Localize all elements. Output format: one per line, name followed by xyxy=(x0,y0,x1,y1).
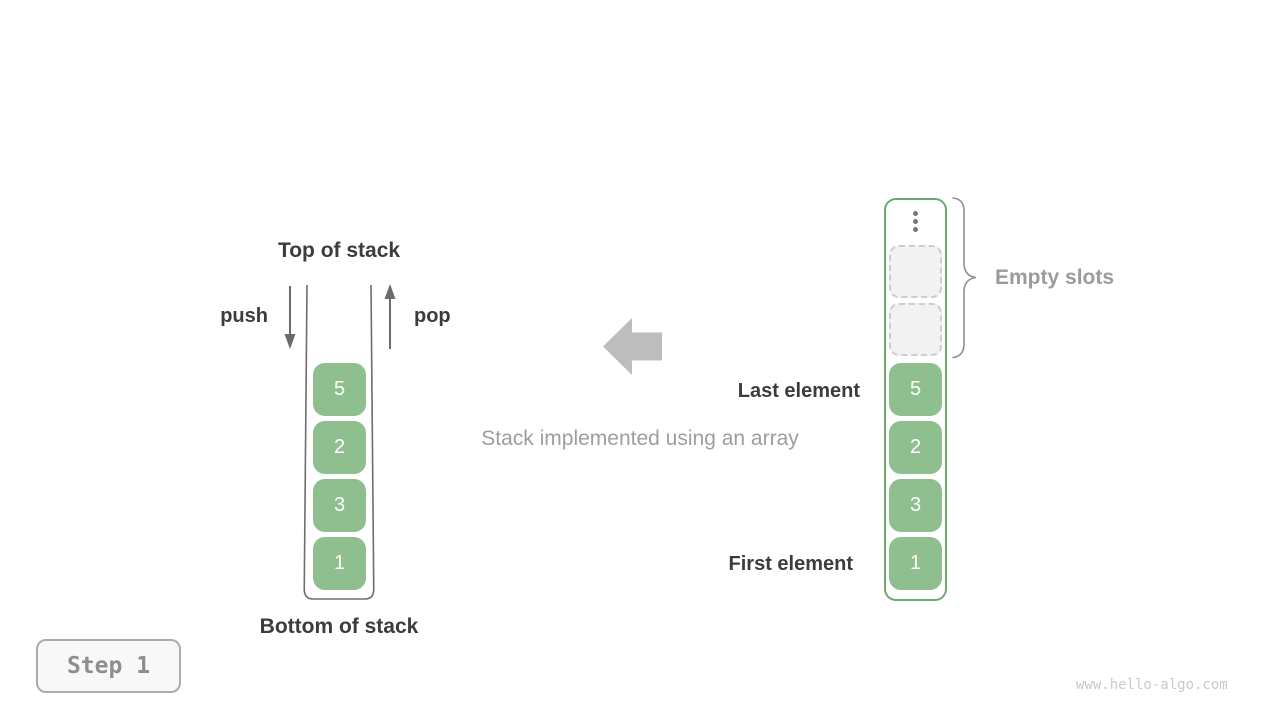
empty-slot xyxy=(889,303,942,356)
vertical-ellipsis-icon xyxy=(913,211,918,232)
stack-block: 2 xyxy=(313,421,366,474)
left-block-arrow-icon xyxy=(603,318,662,375)
first-element-label: First element xyxy=(728,553,853,575)
stack-block: 5 xyxy=(313,363,366,416)
watermark-text: www.hello-algo.com xyxy=(1076,677,1228,693)
stack-block: 1 xyxy=(313,537,366,590)
diagram-caption: Stack implemented using an array xyxy=(481,427,799,450)
step-badge: Step 1 xyxy=(36,639,181,693)
push-label: push xyxy=(220,305,268,327)
push-arrow-icon xyxy=(284,286,296,349)
empty-slots-label: Empty slots xyxy=(995,266,1115,289)
array-block: 5 xyxy=(889,363,942,416)
curly-brace-icon xyxy=(952,197,977,359)
bottom-of-stack-label: Bottom of stack xyxy=(259,615,419,638)
array-block: 1 xyxy=(889,537,942,590)
empty-slot xyxy=(889,245,942,298)
last-element-label: Last element xyxy=(737,380,860,402)
pop-arrow-icon xyxy=(384,284,396,349)
array-block: 2 xyxy=(889,421,942,474)
stack-block: 3 xyxy=(313,479,366,532)
pop-label: pop xyxy=(414,305,451,327)
stack-container-outline xyxy=(303,285,375,600)
array-block: 3 xyxy=(889,479,942,532)
top-of-stack-label: Top of stack xyxy=(277,239,401,262)
